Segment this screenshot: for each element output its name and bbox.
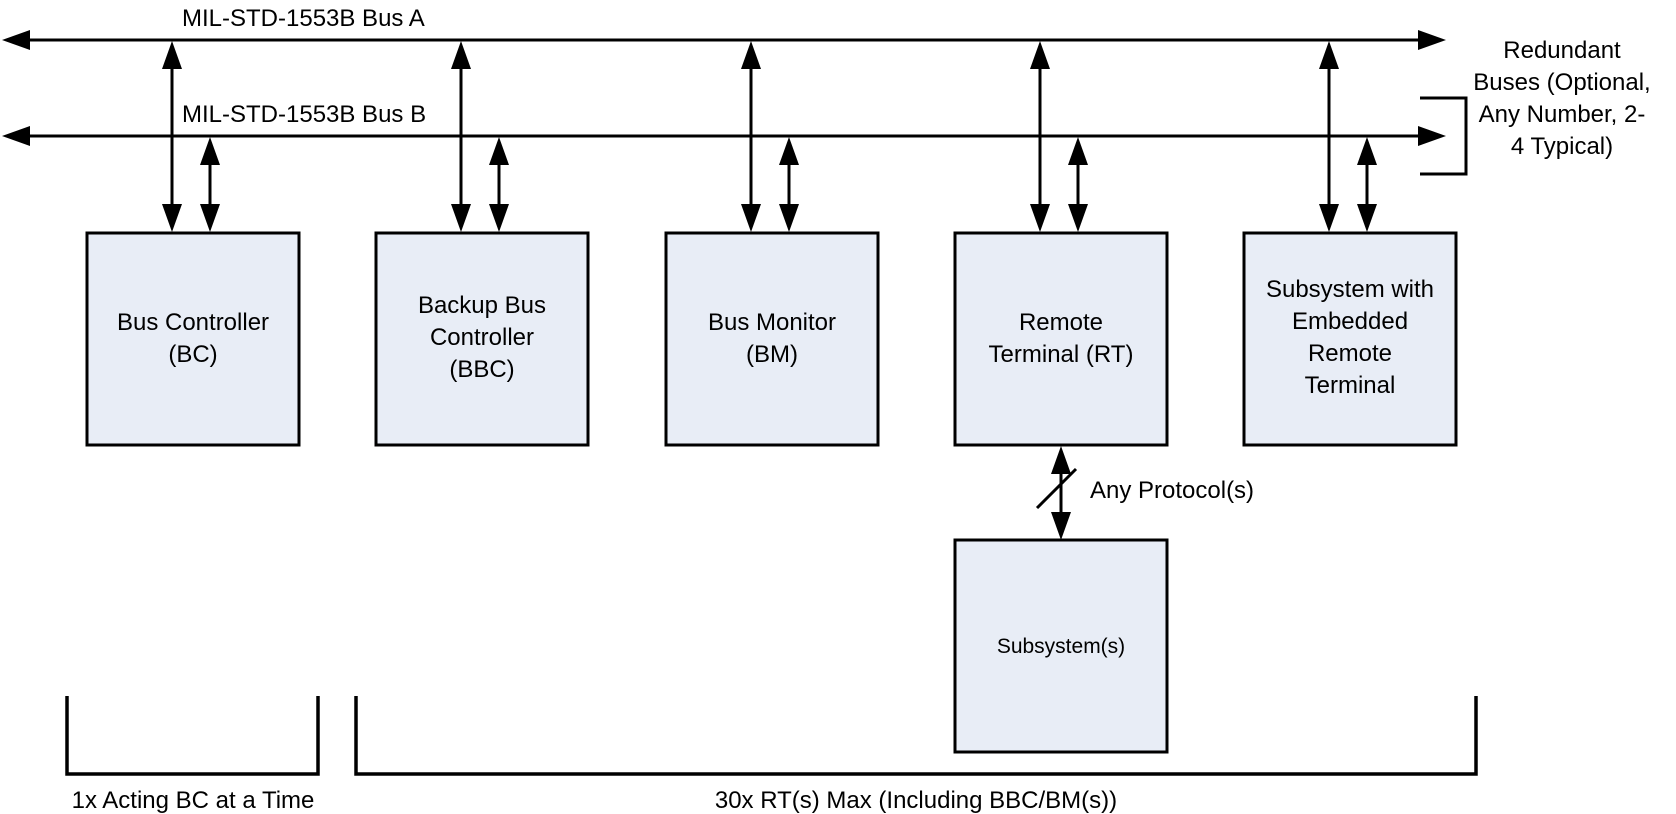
bc-bus-b-up-arrowhead-icon bbox=[200, 137, 220, 165]
bracket-rt-group: 30x RT(s) Max (Including BBC/BM(s)) bbox=[354, 696, 1478, 814]
bm-bus-a-up-arrowhead-icon bbox=[741, 41, 761, 69]
bus-width-slash-icon bbox=[1035, 467, 1078, 510]
node-box bbox=[85, 231, 301, 447]
node-label-line: (BM) bbox=[746, 341, 798, 368]
bus-b: MIL-STD-1553B Bus B bbox=[2, 101, 1446, 146]
node-box bbox=[953, 538, 1169, 754]
protocol-link-down-arrowhead-icon bbox=[1051, 512, 1071, 540]
rt-bus-a-down-arrowhead-icon bbox=[1030, 204, 1050, 232]
redundant-note-line-1: Redundant bbox=[1503, 37, 1621, 64]
bus-nodes: Bus Controller (BC) Backup Bus Controlle… bbox=[85, 231, 1458, 447]
bbc-bus-a-up-arrowhead-icon bbox=[451, 41, 471, 69]
bm-bus-b-up-arrowhead-icon bbox=[779, 137, 799, 165]
node-label-line: Remote bbox=[1019, 309, 1103, 336]
subsystem-label: Subsystem(s) bbox=[997, 635, 1125, 658]
node-subsystem[interactable]: Subsystem(s) bbox=[953, 538, 1169, 754]
protocol-link: Any Protocol(s) bbox=[1035, 446, 1254, 540]
embedded-rt-bus-a-up-arrowhead-icon bbox=[1319, 41, 1339, 69]
node-label-line: Subsystem with bbox=[1266, 276, 1434, 303]
node-bus-controller[interactable]: Bus Controller (BC) bbox=[85, 231, 301, 447]
node-label-line: (BC) bbox=[168, 341, 217, 368]
bracket-line bbox=[354, 696, 1478, 776]
bm-bus-a-down-arrowhead-icon bbox=[741, 204, 761, 232]
bus-a: MIL-STD-1553B Bus A bbox=[2, 5, 1446, 50]
node-label-line: Embedded bbox=[1292, 308, 1408, 335]
bus-a-label: MIL-STD-1553B Bus A bbox=[182, 5, 425, 32]
node-label-line: (BBC) bbox=[449, 356, 514, 383]
node-label-line: Backup Bus bbox=[418, 292, 546, 319]
node-bus-monitor[interactable]: Bus Monitor (BM) bbox=[664, 231, 880, 447]
redundant-note-line-4: 4 Typical) bbox=[1511, 133, 1613, 160]
bus-connectors bbox=[162, 41, 1377, 232]
embedded-rt-bus-a-down-arrowhead-icon bbox=[1319, 204, 1339, 232]
embedded-rt-bus-b-up-arrowhead-icon bbox=[1357, 137, 1377, 165]
embedded-rt-bus-b-down-arrowhead-icon bbox=[1357, 204, 1377, 232]
rt-bus-b-up-arrowhead-icon bbox=[1068, 137, 1088, 165]
node-label-line: Bus Controller bbox=[117, 309, 269, 336]
bbc-bus-b-up-arrowhead-icon bbox=[489, 137, 509, 165]
node-embedded-remote-terminal[interactable]: Subsystem with Embedded Remote Terminal bbox=[1242, 231, 1458, 447]
bus-a-right-arrowhead-icon bbox=[1418, 30, 1446, 50]
node-remote-terminal[interactable]: Remote Terminal (RT) bbox=[953, 231, 1169, 447]
bus-a-left-arrowhead-icon bbox=[2, 30, 30, 50]
bc-bus-a-up-arrowhead-icon bbox=[162, 41, 182, 69]
node-box bbox=[664, 231, 880, 447]
protocol-link-label: Any Protocol(s) bbox=[1090, 477, 1254, 504]
node-box bbox=[1242, 231, 1458, 447]
bracket-line bbox=[65, 696, 320, 776]
bbc-bus-a-down-arrowhead-icon bbox=[451, 204, 471, 232]
rt-bus-a-up-arrowhead-icon bbox=[1030, 41, 1050, 69]
rt-bus-b-down-arrowhead-icon bbox=[1068, 204, 1088, 232]
protocol-link-up-arrowhead-icon bbox=[1051, 446, 1071, 474]
node-box bbox=[953, 231, 1169, 447]
bm-bus-b-down-arrowhead-icon bbox=[779, 204, 799, 232]
node-label-line: Terminal (RT) bbox=[989, 341, 1134, 368]
node-label-line: Terminal bbox=[1305, 372, 1396, 399]
redundant-buses-note: Redundant Buses (Optional, Any Number, 2… bbox=[1420, 37, 1651, 176]
redundant-bracket bbox=[1420, 96, 1468, 176]
redundant-note-line-3: Any Number, 2- bbox=[1479, 101, 1646, 128]
redundant-note-line-2: Buses (Optional, bbox=[1473, 69, 1650, 96]
node-label-line: Bus Monitor bbox=[708, 309, 836, 336]
node-backup-bus-controller[interactable]: Backup Bus Controller (BBC) bbox=[374, 231, 590, 447]
bus-b-right-arrowhead-icon bbox=[1418, 126, 1446, 146]
bus-b-left-arrowhead-icon bbox=[2, 126, 30, 146]
bracket-bc-group: 1x Acting BC at a Time bbox=[65, 696, 320, 814]
bracket-label: 1x Acting BC at a Time bbox=[72, 787, 315, 814]
bc-bus-b-down-arrowhead-icon bbox=[200, 204, 220, 232]
node-label-line: Controller bbox=[430, 324, 534, 351]
bus-b-label: MIL-STD-1553B Bus B bbox=[182, 101, 426, 128]
bc-bus-a-down-arrowhead-icon bbox=[162, 204, 182, 232]
node-label-line: Remote bbox=[1308, 340, 1392, 367]
bbc-bus-b-down-arrowhead-icon bbox=[489, 204, 509, 232]
bracket-label: 30x RT(s) Max (Including BBC/BM(s)) bbox=[715, 787, 1117, 814]
node-box bbox=[374, 231, 590, 447]
